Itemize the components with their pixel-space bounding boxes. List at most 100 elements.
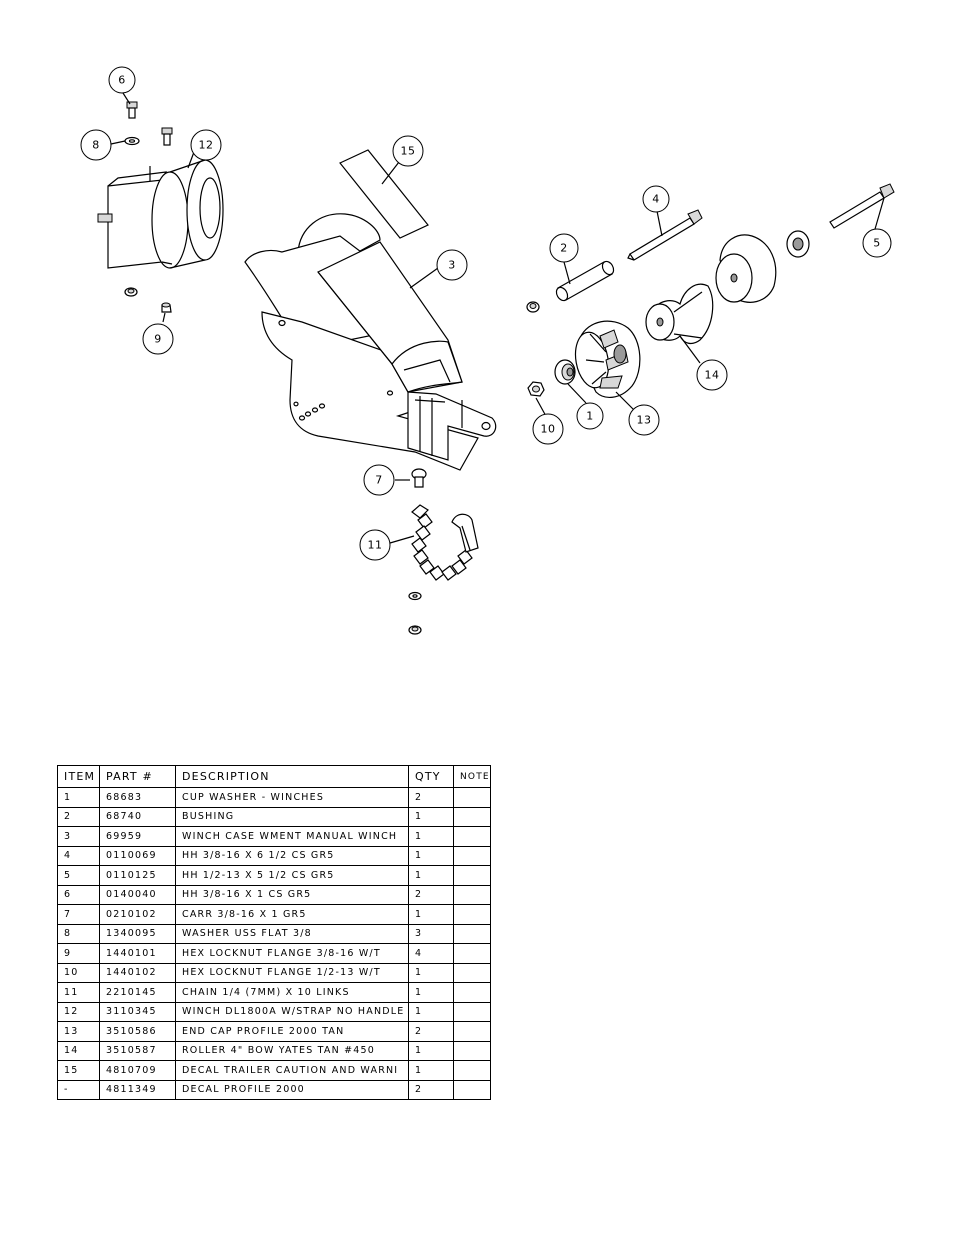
cell-description: DECAL TRAILER CAUTION AND WARNI [175,1060,409,1081]
cell-item: 4 [57,845,100,866]
cell-part: 0110069 [99,845,176,866]
cell-part: 68740 [99,806,176,827]
cell-description: END CAP PROFILE 2000 TAN [175,1021,409,1042]
cell-part: 0140040 [99,884,176,905]
cell-qty: 2 [408,884,454,905]
callout-9: 9 [142,323,174,355]
cell-item: 3 [57,826,100,847]
svg-text:7: 7 [375,474,383,487]
cell-note [453,1040,491,1061]
cell-item: 1 [57,787,100,808]
cell-part: 0210102 [99,904,176,925]
cell-description: BUSHING [175,806,409,827]
part-locknut-left [526,301,540,313]
cell-item: 9 [57,943,100,964]
cell-qty: 1 [408,962,454,983]
cell-part: 68683 [99,787,176,808]
cell-item: 15 [57,1060,100,1081]
cell-part: 3110345 [99,1001,176,1022]
header-part: PART # [99,765,176,788]
svg-text:3: 3 [448,259,456,272]
part-flat-washer-8 [124,136,140,146]
part-chain-11 [411,504,479,581]
svg-text:15: 15 [401,145,416,158]
cell-part: 4810709 [99,1060,176,1081]
cell-item: 12 [57,1001,100,1022]
cell-note [453,845,491,866]
header-note: NOTE [453,765,491,788]
cell-qty: 1 [408,865,454,886]
cell-part: 2210145 [99,982,176,1003]
cell-part: 0110125 [99,865,176,886]
cell-qty: 1 [408,1040,454,1061]
cell-qty: 2 [408,787,454,808]
cell-qty: 1 [408,826,454,847]
cell-part: 69959 [99,826,176,847]
callout-12: 12 [190,129,222,161]
svg-text:8: 8 [92,139,100,152]
cell-qty: 1 [408,806,454,827]
table-header-row: ITEM PART # DESCRIPTION QTY NOTE [57,765,491,788]
svg-text:13: 13 [637,414,652,427]
cell-qty: 1 [408,845,454,866]
callout-13: 13 [628,404,660,436]
callout-2: 2 [549,233,579,263]
cell-qty: 2 [408,1021,454,1042]
cell-qty: 1 [408,982,454,1003]
cell-description: CARR 3/8-16 X 1 GR5 [175,904,409,925]
svg-text:14: 14 [705,369,720,382]
cell-qty: 4 [408,943,454,964]
cell-item: 6 [57,884,100,905]
part-hex-bolt-5 [829,183,895,229]
cell-part: 4811349 [99,1079,176,1100]
callout-15: 15 [392,135,424,167]
cell-description: CHAIN 1/4 (7MM) X 10 LINKS [175,982,409,1003]
cell-part: 3510586 [99,1021,176,1042]
cell-qty: 1 [408,1060,454,1081]
svg-text:6: 6 [118,74,126,87]
cell-item: 14 [57,1040,100,1061]
cell-note [453,865,491,886]
cell-note [453,806,491,827]
callout-5: 5 [862,228,892,258]
cell-note [453,826,491,847]
svg-text:5: 5 [873,237,881,250]
cell-qty: 2 [408,1079,454,1100]
cell-note [453,923,491,944]
callout-7: 7 [363,464,395,496]
cell-qty: 3 [408,923,454,944]
header-item: ITEM [57,765,100,788]
cell-part: 1440102 [99,962,176,983]
cell-note [453,943,491,964]
callout-4: 4 [642,185,670,213]
cell-item: - [57,1079,100,1100]
cell-note [453,1060,491,1081]
part-winch-12 [97,159,224,269]
svg-text:12: 12 [199,139,214,152]
cell-qty: 1 [408,904,454,925]
part-decal-15 [339,149,429,239]
cell-item: 7 [57,904,100,925]
cell-item: 2 [57,806,100,827]
header-description: DESCRIPTION [175,765,409,788]
cell-item: 11 [57,982,100,1003]
callout-11: 11 [359,529,391,561]
part-locknut-10 [527,381,545,397]
part-end-cap-13 [574,320,641,398]
part-washer-chain [408,591,422,635]
svg-text:2: 2 [560,242,568,255]
part-carriage-bolt-7 [411,468,427,488]
svg-text:1: 1 [586,410,594,423]
cell-description: HH 3/8-16 X 1 CS GR5 [175,884,409,905]
